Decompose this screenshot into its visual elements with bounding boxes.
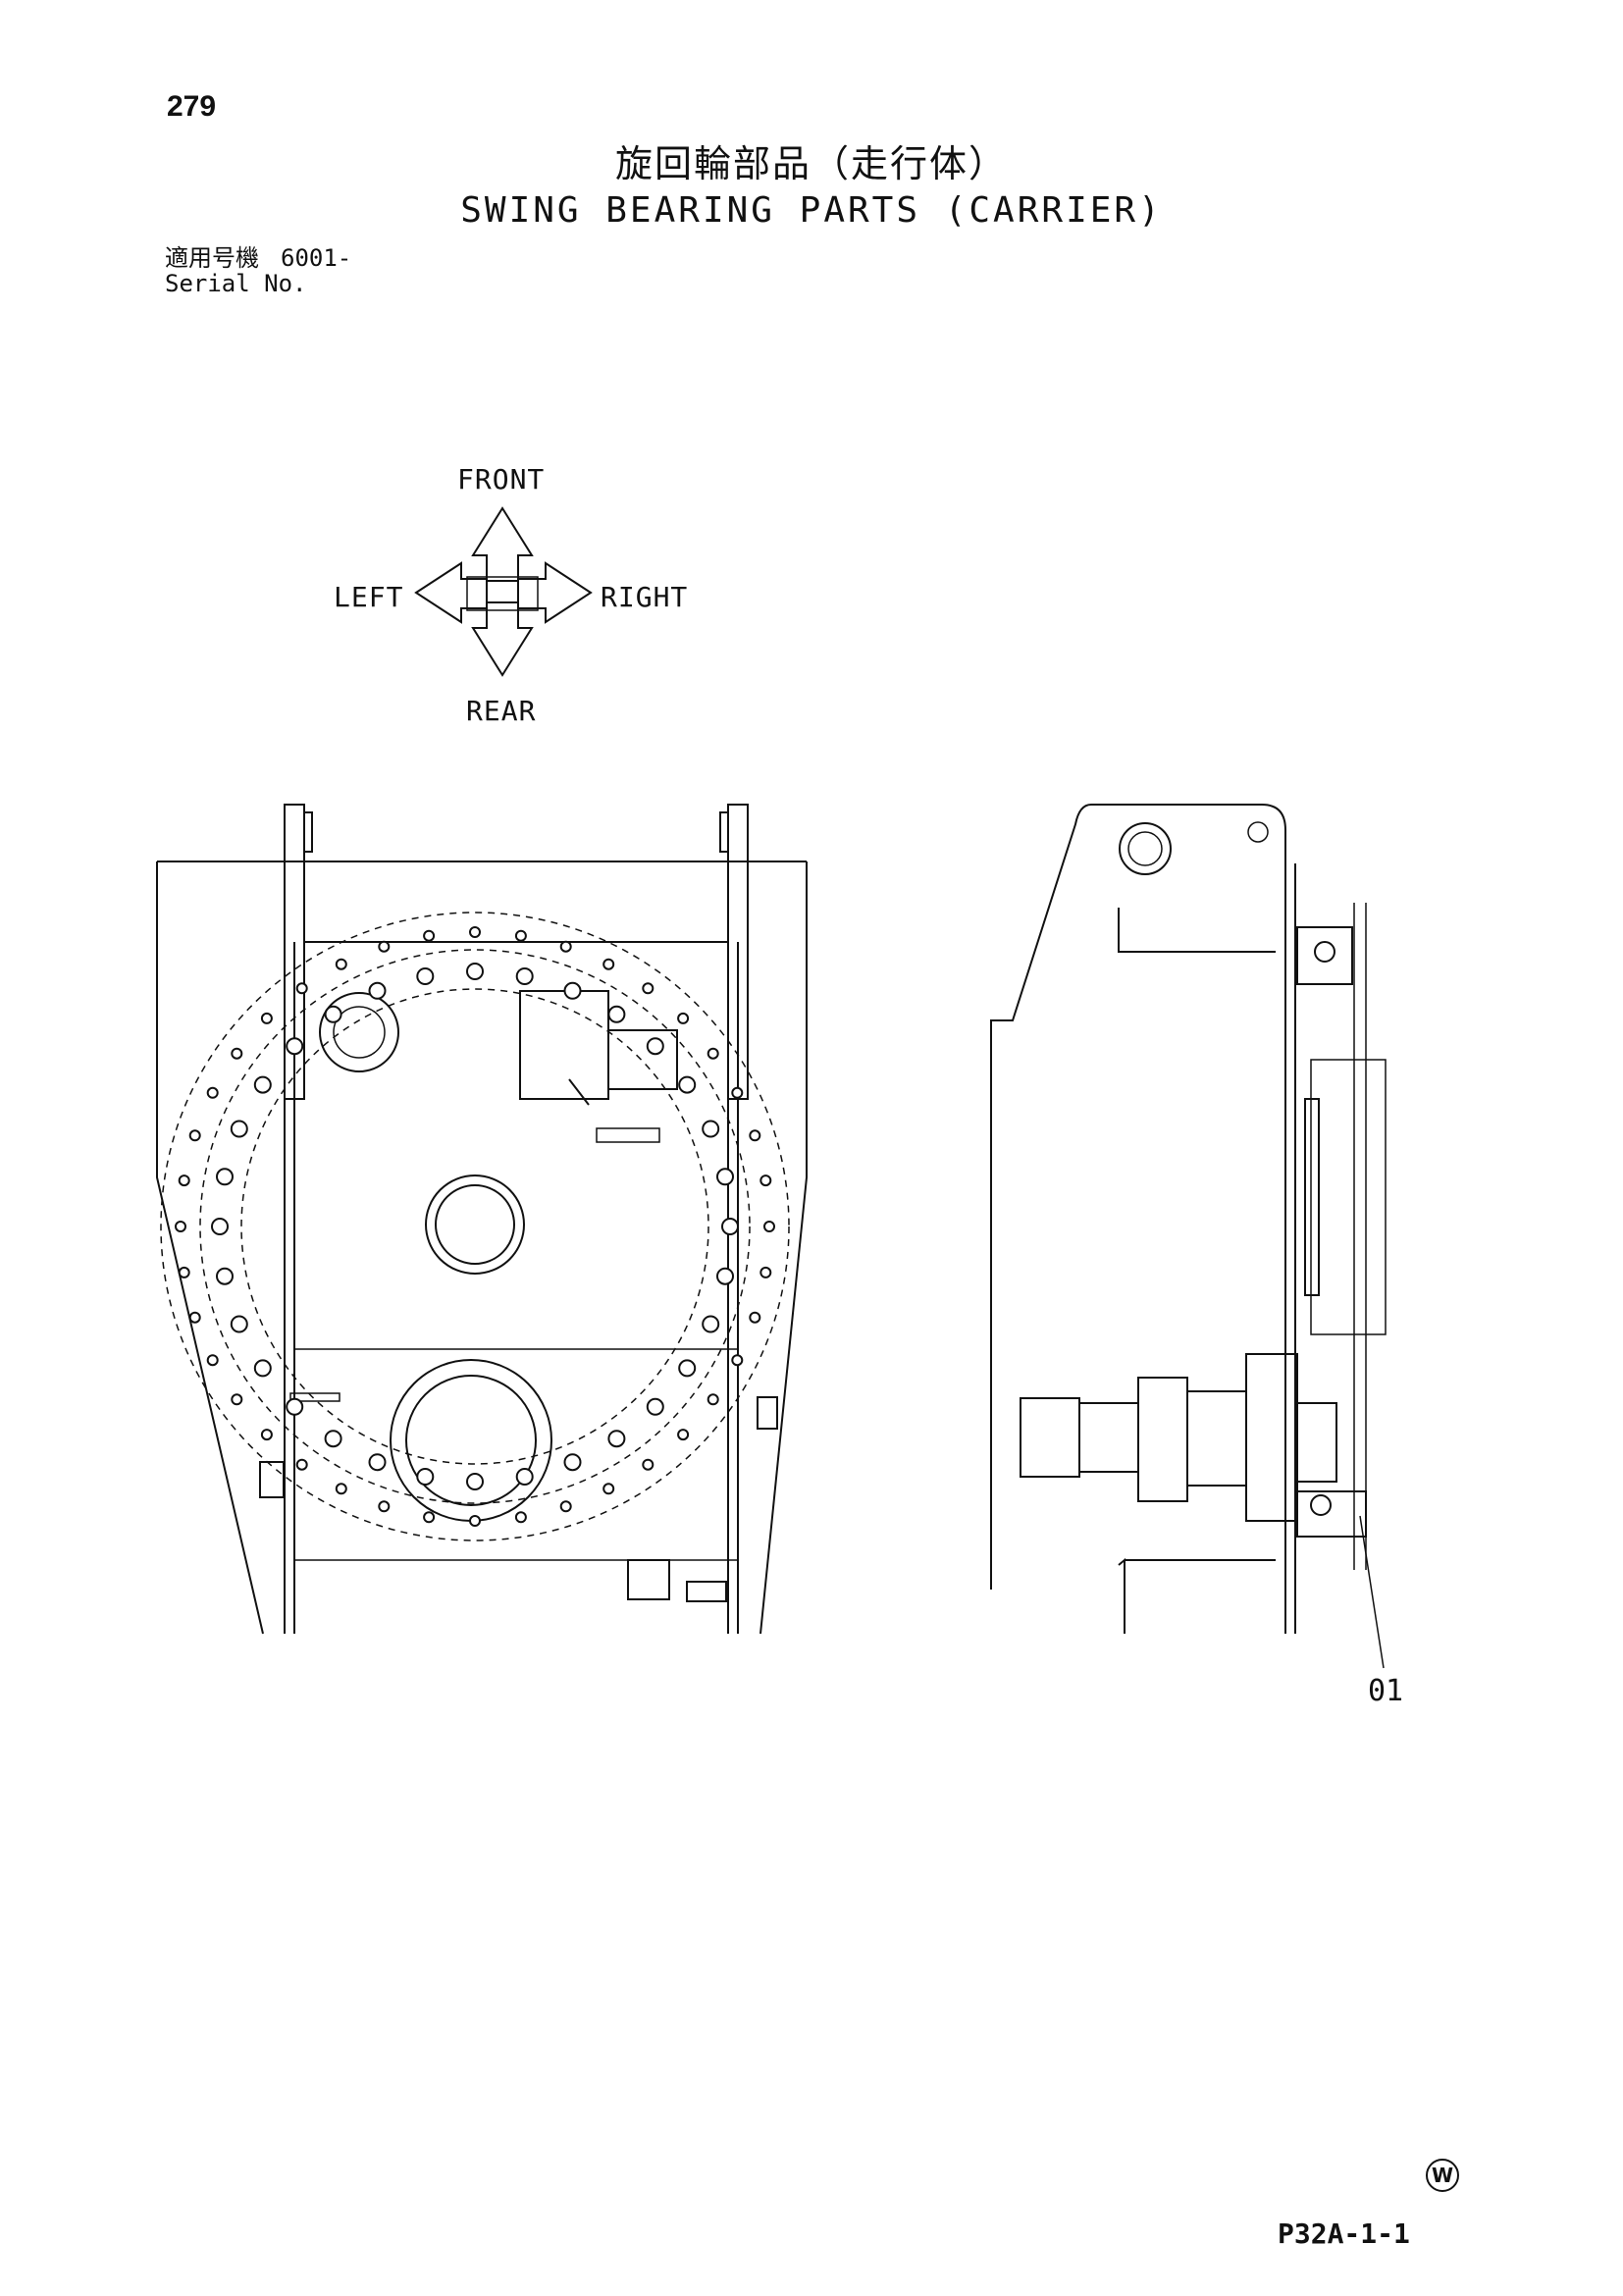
callout-01: 01 bbox=[1368, 1674, 1404, 1708]
direction-front-label: FRONT bbox=[457, 463, 546, 496]
direction-arrow-icon bbox=[414, 506, 593, 677]
bolt-hole bbox=[231, 1393, 243, 1406]
bolt-hole bbox=[230, 1120, 248, 1138]
bolt-hole bbox=[515, 1468, 534, 1486]
bolt-hole bbox=[206, 1086, 219, 1099]
bolt-hole bbox=[731, 1354, 744, 1367]
bolt-hole bbox=[466, 963, 484, 980]
bolt-hole bbox=[602, 958, 615, 970]
bolt-hole bbox=[423, 929, 436, 942]
bolt-hole bbox=[646, 1037, 664, 1056]
bolt-hole bbox=[563, 1453, 582, 1472]
bolt-hole bbox=[260, 1012, 273, 1024]
bolt-hole bbox=[559, 940, 572, 953]
bolt-hole bbox=[216, 1168, 234, 1186]
bolt-hole bbox=[707, 1047, 719, 1060]
w-mark-icon: W bbox=[1426, 2159, 1459, 2192]
direction-left-label: LEFT bbox=[334, 581, 404, 613]
bolt-hole bbox=[466, 1473, 484, 1490]
bolt-hole bbox=[749, 1311, 761, 1324]
bolt-hole bbox=[731, 1086, 744, 1099]
bolt-hole bbox=[416, 1468, 435, 1486]
bolt-hole bbox=[514, 1511, 527, 1524]
bolt-hole bbox=[469, 1515, 481, 1527]
bolt-hole bbox=[749, 1129, 761, 1142]
bolt-hole bbox=[335, 958, 347, 970]
bolt-hole bbox=[563, 981, 582, 1000]
direction-rear-label: REAR bbox=[466, 695, 537, 727]
bolt-hole bbox=[642, 982, 654, 995]
bolt-hole bbox=[378, 940, 391, 953]
bolt-hole bbox=[763, 1221, 775, 1232]
bolt-hole bbox=[716, 1168, 734, 1186]
bolt-hole bbox=[253, 1359, 272, 1378]
bolt-hole bbox=[286, 1397, 304, 1416]
bolt-hole bbox=[759, 1174, 772, 1187]
bolt-hole bbox=[188, 1311, 201, 1324]
bolt-hole bbox=[230, 1315, 248, 1333]
bolt-hole bbox=[677, 1429, 690, 1441]
bolt-hole bbox=[335, 1483, 347, 1495]
bolt-hole bbox=[559, 1500, 572, 1513]
page-title-english: SWING BEARING PARTS (CARRIER) bbox=[460, 190, 1163, 231]
bolt-hole bbox=[759, 1266, 772, 1278]
bearing-bolt-holes bbox=[175, 926, 775, 1527]
bolt-hole bbox=[515, 967, 534, 985]
page-code: P32A-1-1 bbox=[1278, 2218, 1410, 2250]
bolt-hole bbox=[678, 1075, 697, 1094]
bolt-hole bbox=[324, 1005, 342, 1023]
bolt-hole bbox=[707, 1393, 719, 1406]
bolt-hole bbox=[721, 1218, 739, 1235]
direction-right-label: RIGHT bbox=[601, 581, 689, 613]
bolt-hole bbox=[253, 1075, 272, 1094]
bolt-hole bbox=[295, 1458, 308, 1471]
bolt-hole bbox=[642, 1458, 654, 1471]
carrier-side-view bbox=[990, 804, 1387, 1669]
serial-value: 6001- bbox=[281, 244, 352, 272]
page-number: 279 bbox=[167, 90, 217, 123]
bolt-hole bbox=[716, 1267, 734, 1285]
bolt-hole bbox=[607, 1430, 626, 1448]
bolt-hole bbox=[469, 926, 481, 938]
bolt-hole bbox=[378, 1500, 391, 1513]
bolt-hole bbox=[702, 1120, 720, 1138]
serial-block: 適用号機 6001- Serial No. bbox=[165, 245, 351, 296]
bolt-hole bbox=[178, 1266, 190, 1278]
page-title-japanese: 旋回輪部品（走行体） bbox=[614, 142, 1008, 185]
bolt-hole bbox=[260, 1429, 273, 1441]
bolt-hole bbox=[286, 1037, 304, 1056]
serial-label-english: Serial No. bbox=[165, 270, 307, 297]
bolt-hole bbox=[646, 1397, 664, 1416]
bolt-hole bbox=[324, 1430, 342, 1448]
bolt-hole bbox=[368, 1453, 387, 1472]
bolt-hole bbox=[211, 1218, 229, 1235]
bolt-hole bbox=[702, 1315, 720, 1333]
serial-label-japanese: 適用号機 bbox=[165, 244, 259, 272]
bolt-hole bbox=[295, 982, 308, 995]
bolt-hole bbox=[423, 1511, 436, 1524]
bolt-hole bbox=[678, 1359, 697, 1378]
bolt-hole bbox=[677, 1012, 690, 1024]
bolt-hole bbox=[175, 1221, 186, 1232]
carrier-top-view bbox=[156, 804, 808, 1635]
bolt-hole bbox=[368, 981, 387, 1000]
bolt-hole bbox=[416, 967, 435, 985]
bolt-hole bbox=[231, 1047, 243, 1060]
bolt-hole bbox=[216, 1267, 234, 1285]
bolt-hole bbox=[602, 1483, 615, 1495]
bolt-hole bbox=[206, 1354, 219, 1367]
bolt-hole bbox=[188, 1129, 201, 1142]
bolt-hole bbox=[607, 1005, 626, 1023]
bolt-hole bbox=[178, 1174, 190, 1187]
bolt-hole bbox=[514, 929, 527, 942]
